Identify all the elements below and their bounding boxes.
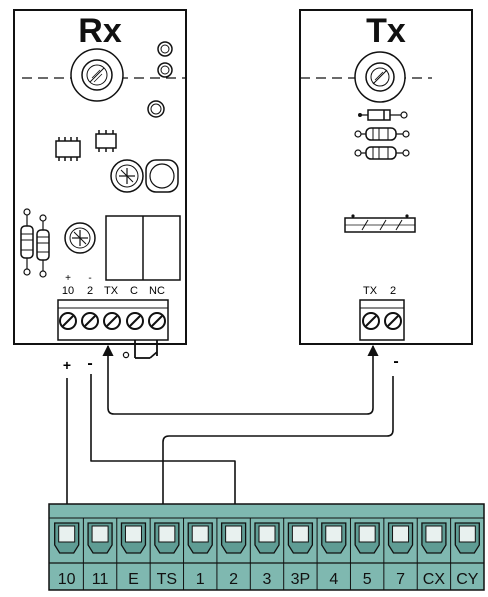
rx-polarity-label: + (65, 273, 71, 284)
tx-sensor-icon (344, 214, 416, 233)
terminal-cell: 3 (249, 518, 280, 590)
terminal-strip-label: 11 (92, 571, 109, 588)
terminal-strip-label: 4 (329, 571, 338, 588)
terminal-strip-label: CX (423, 571, 446, 588)
rx-relay-icon (105, 215, 181, 281)
terminal-window (258, 525, 276, 543)
rx-wire-plus-label: + (63, 357, 71, 373)
rx-screw-icon (59, 312, 166, 330)
tx-screw-icon (362, 312, 402, 330)
terminal-cell: CX (416, 518, 447, 590)
tx-board: Tx (299, 9, 473, 370)
terminal-strip-cells: 10 11 E TS 1 2 3 3P 4 5 7 CX CY (54, 518, 480, 590)
terminal-window (191, 525, 209, 543)
tx-trimmer-icon (354, 51, 406, 103)
rx-terminal-label: 10 (62, 285, 74, 297)
terminal-strip-label: TS (157, 571, 177, 588)
rx-board: Rx (13, 9, 187, 373)
terminal-window (325, 525, 343, 543)
terminal-strip-label: 3 (263, 571, 272, 588)
rx-polarity-label: - (88, 273, 91, 284)
terminal-window (124, 525, 142, 543)
terminal-window (225, 525, 243, 543)
terminal-cell: 1 (183, 518, 213, 590)
terminal-window (358, 525, 376, 543)
tx-terminal-block (359, 299, 405, 341)
terminal-strip-label: 5 (363, 571, 372, 588)
rx-led-icon (147, 41, 173, 118)
wires (61, 344, 394, 524)
rx-terminal-label: 2 (87, 285, 93, 297)
terminal-strip-label: CY (456, 571, 479, 588)
terminal-cell: TS (149, 518, 180, 590)
terminal-strip-label: 3P (291, 571, 311, 588)
rx-terminal-label: NC (149, 285, 165, 297)
tx-wire-minus-label: - (393, 353, 398, 370)
terminal-window (425, 525, 443, 543)
tx-terminal-label: 2 (390, 285, 396, 297)
terminal-cell: CY (450, 518, 480, 590)
terminal-window (291, 525, 309, 543)
terminal-cell: 5 (349, 518, 380, 590)
tx-title: Tx (366, 12, 406, 50)
rx-potentiometer-2-icon (64, 222, 96, 254)
terminal-window (458, 525, 476, 543)
tx-resistor-icon (354, 127, 410, 160)
terminal-cell: 7 (383, 518, 414, 590)
rx-potentiometer-icon (110, 159, 179, 193)
terminal-cell: 11 (82, 518, 113, 590)
terminal-strip-label: E (128, 571, 139, 588)
terminal-window (91, 525, 109, 543)
terminal-cell: 3P (283, 518, 314, 590)
terminal-cell: 10 (54, 522, 80, 588)
tx-terminal-label: TX (363, 285, 378, 297)
rx-resistor-icon (20, 208, 50, 278)
terminal-cell: 2 (216, 518, 247, 590)
rx-terminal-label: TX (104, 285, 119, 297)
terminal-strip-label: 2 (229, 571, 238, 588)
terminal-strip-label: 1 (196, 571, 205, 588)
terminal-window (392, 525, 410, 543)
wire-tx2-to-stripTS (157, 376, 394, 524)
terminal-window (158, 525, 176, 543)
rx-terminal-labels: + - 10 2 TX C NC (62, 273, 165, 297)
terminal-strip-label: 7 (396, 571, 405, 588)
rx-wire-minus-label: - (87, 355, 92, 372)
terminal-strip: 10 11 E TS 1 2 3 3P 4 5 7 CX CY (48, 503, 485, 591)
terminal-window (58, 525, 76, 543)
terminal-cell: 4 (316, 518, 347, 590)
rx-chip-icon (55, 130, 117, 161)
terminal-strip-label: 10 (58, 571, 76, 588)
terminal-cell: E (116, 518, 147, 590)
rx-terminal-label: C (130, 285, 138, 297)
rx-trimmer-icon (70, 48, 124, 102)
rx-title: Rx (78, 12, 122, 50)
wire-rxtx-to-txtx (102, 344, 379, 415)
tx-diode-icon (358, 109, 408, 121)
rx-terminal-block (57, 299, 169, 341)
